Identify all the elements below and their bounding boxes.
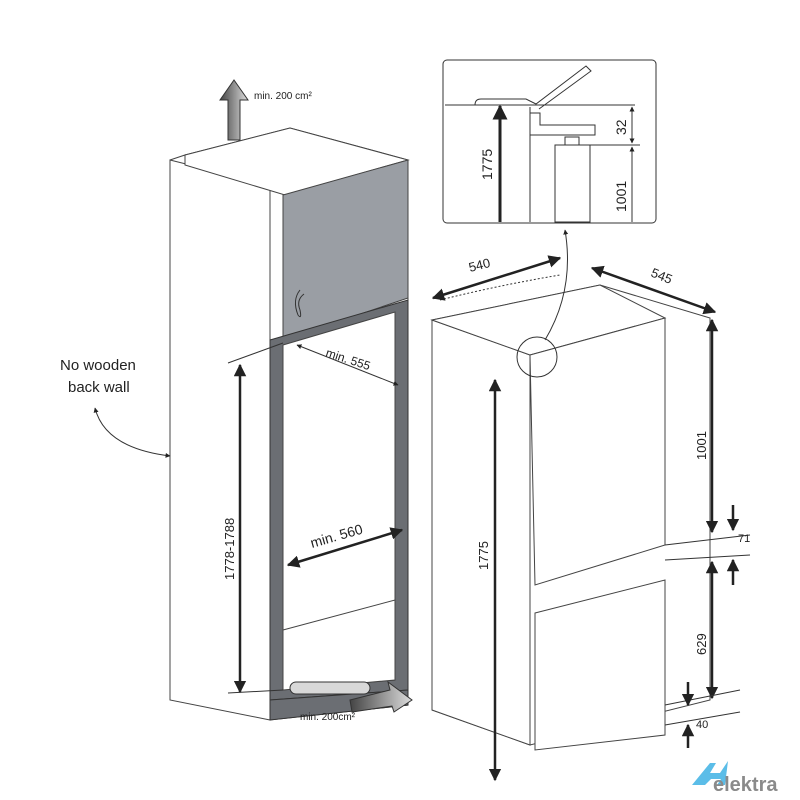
cabinet-upper-door: [282, 159, 409, 341]
base-label: 40: [696, 719, 708, 731]
logo-mark-icon: [692, 761, 728, 785]
appliance-width-line: [431, 255, 562, 301]
detail-upper-label: 1001: [613, 181, 629, 212]
detail-hinge-label: 32: [613, 119, 629, 135]
appliance-depth-label: 545: [649, 265, 675, 287]
depth-dimension-line: [296, 344, 399, 386]
upper-door: [529, 317, 666, 586]
cabinet-left-panel: [169, 159, 271, 721]
detail-callout-circle: [516, 336, 558, 378]
bottom-vent-label: min. 200cm²: [300, 712, 356, 723]
bottom-vent-grille: [289, 681, 371, 695]
detail-height-label: 1775: [479, 149, 495, 180]
appliance-depth-line: [590, 265, 717, 315]
appliance: 540 545 1775 1001 71 629 40: [430, 229, 750, 782]
lower-door: [534, 579, 666, 751]
back-wall-note-line1: No wooden: [60, 357, 136, 374]
cabinet-height-label: 1778-1788: [222, 518, 237, 580]
back-wall-note-line2: back wall: [68, 379, 130, 396]
appliance-width-label: 540: [467, 255, 492, 275]
lower-height-label: 629: [694, 633, 709, 655]
top-vent-arrow-icon: [219, 79, 249, 141]
gap-label: 71: [738, 533, 750, 545]
logo-text: elektra: [713, 774, 778, 796]
elektra-logo: elektra: [692, 761, 778, 796]
bottom-vent-arrow-icon: [349, 680, 413, 713]
upper-height-label: 1001: [694, 431, 709, 460]
detail-frame: [442, 59, 657, 224]
door-handle-icon: [294, 289, 305, 318]
appliance-side: [431, 319, 531, 746]
note-pointer-arrow: [93, 407, 171, 458]
width-dimension-line: [286, 527, 404, 568]
top-vent-label: min. 200 cm²: [254, 91, 312, 102]
cabinet: min. 200 cm² min. 200cm² No wooden back …: [60, 79, 413, 723]
hinge-detail-inset: 1775 32 1001: [442, 59, 657, 224]
total-height-label: 1775: [476, 541, 491, 570]
